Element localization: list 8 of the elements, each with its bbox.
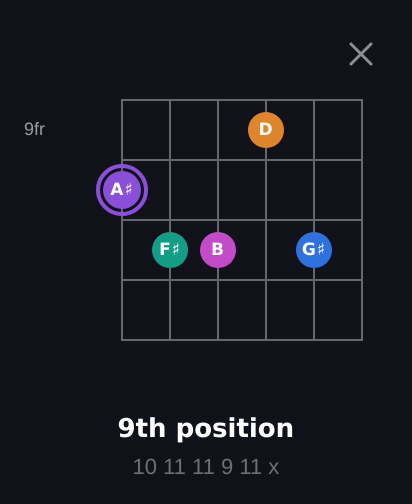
note-dot: G♯ [296,232,332,268]
fret-number-label: 9fr [24,120,46,140]
position-title: 9th position [118,414,294,444]
note-dot: D [248,112,284,148]
fingering-text: 10 11 11 9 11 x [132,455,280,480]
root-note-dot: A♯ [96,164,148,216]
note-dot: F♯ [152,232,188,268]
note-dot: B [200,232,236,268]
